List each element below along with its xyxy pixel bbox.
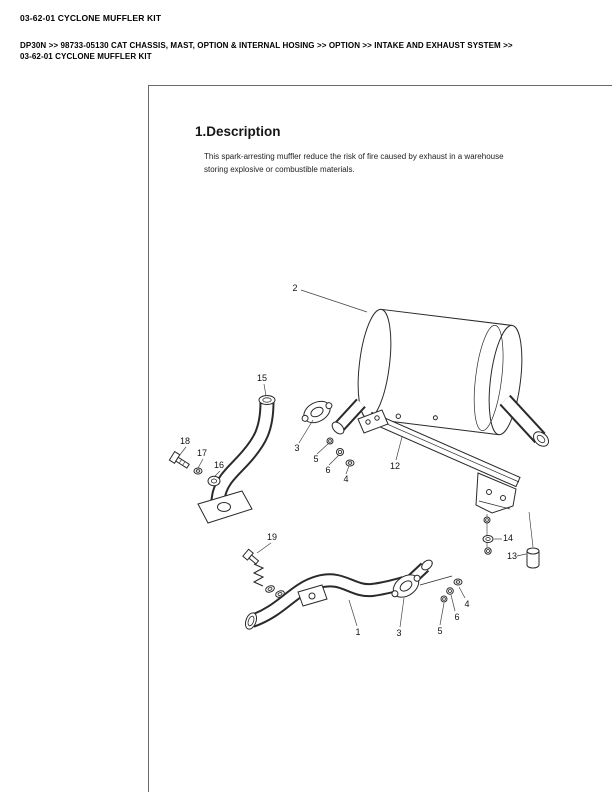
spring-bolt-assembly xyxy=(242,548,285,598)
bracket-fasteners-right xyxy=(482,535,540,569)
pipe-mount-fasteners xyxy=(168,450,221,487)
flange-gasket-upper xyxy=(301,400,333,424)
breadcrumb-line-1: DP30N >> 98733-05130 CAT CHASSIS, MAST, … xyxy=(20,41,513,50)
muffler-inlet-stub xyxy=(331,398,366,435)
flange-fasteners-upper xyxy=(326,437,355,467)
upper-exhaust-pipe xyxy=(197,395,276,524)
description-line-2: storing explosive or combustible materia… xyxy=(204,165,355,174)
description-line-1: This spark-arresting muffler reduce the … xyxy=(204,152,504,161)
breadcrumb: DP30N >> 98733-05130 CAT CHASSIS, MAST, … xyxy=(20,40,598,62)
lower-exhaust-pipe xyxy=(244,559,433,630)
muffler-body xyxy=(357,308,523,436)
description-text: This spark-arresting muffler reduce the … xyxy=(204,150,612,176)
flange-gasket-lower xyxy=(391,574,421,598)
leader-lines xyxy=(178,289,527,628)
page-title: 03-62-01 CYCLONE MUFFLER KIT xyxy=(20,13,162,23)
breadcrumb-line-2: 03-62-01 CYCLONE MUFFLER KIT xyxy=(20,52,152,61)
muffler-outlet-pipe xyxy=(499,394,549,447)
flange-fasteners-lower xyxy=(419,575,463,603)
description-heading: 1.Description xyxy=(195,124,281,139)
mounting-bracket xyxy=(357,409,534,548)
bolt-18 xyxy=(168,450,190,469)
